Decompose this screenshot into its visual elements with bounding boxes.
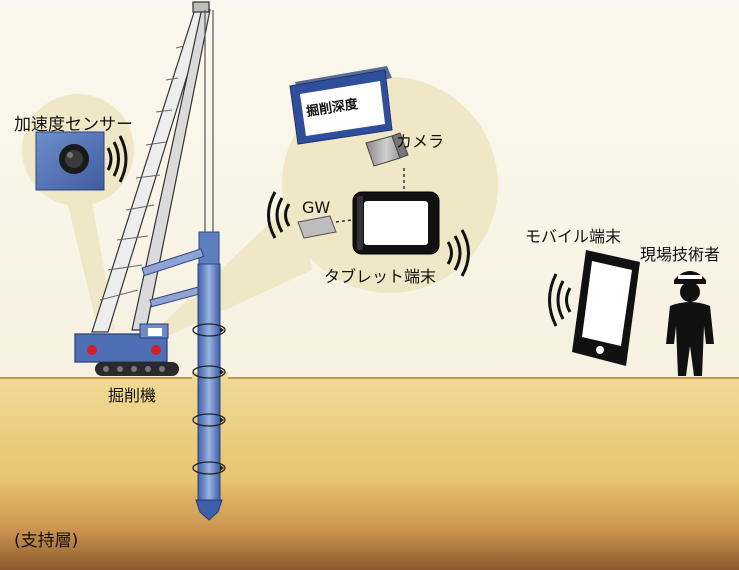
- gateway-device: [297, 215, 353, 239]
- leader-mast: [141, 231, 220, 308]
- engineer-figure: [666, 271, 714, 376]
- camera: [365, 132, 409, 200]
- accel-sensor-label: 加速度センサー: [14, 115, 133, 135]
- mobile-device: [572, 250, 640, 366]
- ground: [0, 372, 739, 570]
- wifi-icon: [446, 229, 470, 277]
- excavator-label: 掘削機: [108, 386, 156, 405]
- wifi-icon: [106, 135, 128, 183]
- auger-pile: [192, 263, 226, 521]
- gateway-label: GW: [302, 198, 330, 217]
- accelerometer-sensor: [35, 131, 105, 191]
- tablet-callout-beam: [158, 195, 312, 336]
- tablet-label: タブレット端末: [324, 267, 436, 286]
- depth-display-sign: [289, 66, 393, 145]
- camera-label: カメラ: [396, 132, 444, 151]
- engineer-label: 現場技術者: [640, 245, 720, 264]
- wifi-icon: [267, 191, 291, 239]
- mobile-label: モバイル端末: [525, 227, 621, 246]
- bearing-layer-label: (支持層): [14, 531, 78, 551]
- wifi-icon: [548, 273, 572, 327]
- excavator: [74, 323, 179, 376]
- sensor-callout-beam: [62, 180, 115, 330]
- tablet: [352, 191, 440, 255]
